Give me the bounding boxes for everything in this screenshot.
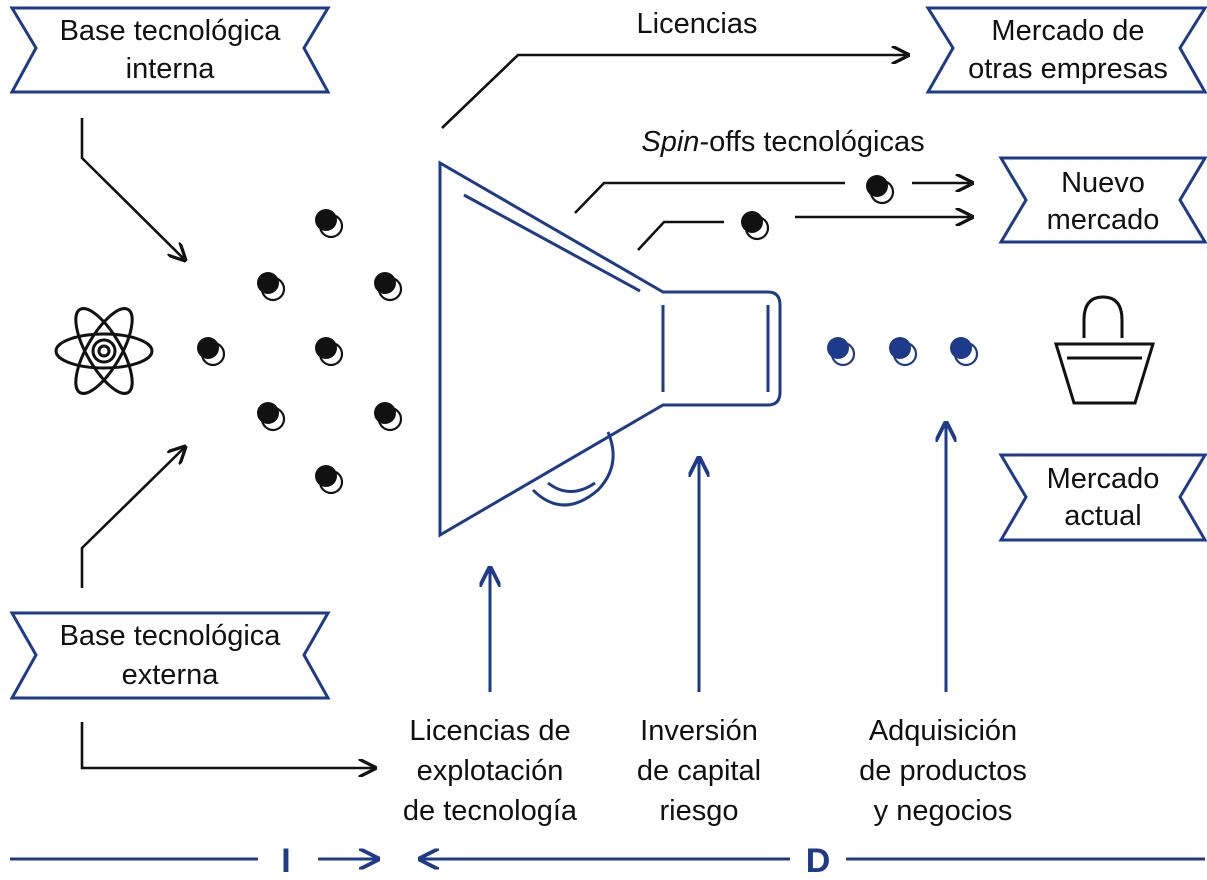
inversion-capital-line2: de capital — [637, 755, 761, 787]
project-dot-icon — [197, 337, 226, 367]
project-dot-icon — [827, 337, 856, 367]
mercado-otras-line2: otras empresas — [968, 53, 1168, 85]
project-dot-icon — [374, 272, 403, 302]
banner-base-interna: Base tecnológica interna — [9, 6, 331, 94]
spinoffs-label: Spin-offs tecnológicas — [641, 126, 924, 158]
adquisicion-line1: Adquisición — [869, 715, 1017, 747]
adquisicion-line2: de productos — [859, 755, 1027, 787]
banner-base-externa: Base tecnológica externa — [9, 611, 331, 700]
inversion-capital-line3: riesgo — [660, 795, 739, 827]
arrow-interna-to-projects — [80, 118, 185, 260]
project-dot-icon — [889, 337, 918, 367]
adquisicion-line3: y negocios — [874, 795, 1013, 827]
licencias-explotacion-line2: explotación — [417, 755, 564, 787]
shopping-basket-icon — [1053, 295, 1156, 405]
project-dot-icon — [257, 402, 286, 432]
project-dots — [197, 175, 979, 495]
base-externa-line1: Base tecnológica — [60, 620, 282, 652]
project-dot-icon — [741, 211, 770, 241]
nuevo-mercado-line1: Nuevo — [1061, 167, 1145, 199]
megaphone-icon — [438, 160, 782, 538]
axis-letter-i: I — [281, 842, 290, 880]
spinoffs-italic: Spin — [641, 126, 699, 158]
project-dot-icon — [866, 175, 895, 205]
banner-nuevo-mercado: Nuevo mercado — [998, 156, 1207, 244]
licencias-label: Licencias — [637, 8, 758, 40]
spinoffs-rest: -offs tecnológicas — [699, 126, 924, 158]
project-dot-icon — [315, 465, 344, 495]
banner-mercado-otras: Mercado de otras empresas — [925, 6, 1207, 94]
licencias-explotacion-line3: de tecnología — [403, 795, 578, 827]
inversion-capital-line1: Inversión — [640, 715, 758, 747]
atom-icon — [54, 307, 154, 395]
project-dot-icon — [315, 337, 344, 367]
project-dot-icon — [257, 272, 286, 302]
arrow-externa-to-licencias — [80, 722, 375, 768]
arrow-spinoff-line-1 — [574, 181, 845, 214]
arrow-licencias-to-otras — [441, 55, 908, 129]
label-licencias-explotacion: Licencias de explotación de tecnología — [403, 715, 578, 827]
mercado-actual-line2: actual — [1064, 500, 1141, 532]
mercado-otras-line1: Mercado de — [991, 15, 1144, 47]
label-inversion-capital: Inversión de capital riesgo — [637, 715, 761, 827]
base-interna-line1: Base tecnológica — [60, 15, 282, 47]
arrow-spinoff-line-2 — [637, 220, 724, 251]
base-interna-line2: interna — [126, 53, 216, 85]
licencias-explotacion-line1: Licencias de — [409, 715, 570, 747]
mercado-actual-line1: Mercado — [1047, 463, 1160, 495]
project-dot-icon — [950, 337, 979, 367]
project-dot-icon — [315, 209, 344, 239]
nuevo-mercado-line2: mercado — [1047, 204, 1160, 236]
axis-letter-d: D — [806, 842, 831, 880]
project-dot-icon — [374, 402, 403, 432]
banner-mercado-actual: Mercado actual — [998, 453, 1207, 542]
label-adquisicion: Adquisición de productos y negocios — [859, 715, 1027, 827]
base-externa-line2: externa — [122, 659, 220, 691]
arrow-externa-to-projects — [80, 447, 185, 588]
